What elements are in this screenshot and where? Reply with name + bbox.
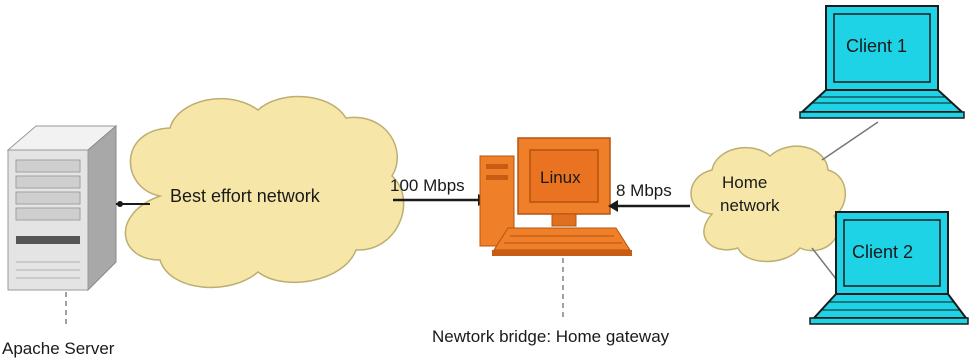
gateway-screen-label: Linux <box>540 168 581 187</box>
client1-label: Client 1 <box>846 36 907 56</box>
home-link-arrow-icon <box>608 200 618 212</box>
server-link-dot <box>117 201 123 207</box>
best-effort-label: Best effort network <box>170 186 321 206</box>
server-label: Apache Server <box>2 339 115 358</box>
client1-link <box>821 121 879 161</box>
home-cloud-label-line2: network <box>720 196 780 215</box>
wan-link-label: 100 Mbps <box>390 176 465 195</box>
gateway-computer-icon <box>479 137 632 256</box>
home-cloud-label-line1: Home <box>722 173 767 192</box>
gateway-caption: Newtork bridge: Home gateway <box>432 327 670 346</box>
best-effort-cloud-icon <box>124 95 405 289</box>
home-link-label: 8 Mbps <box>616 181 672 200</box>
client2-laptop-icon <box>809 211 969 325</box>
client2-label: Client 2 <box>852 242 913 262</box>
home-cloud-icon <box>690 145 847 263</box>
server-icon <box>6 124 118 292</box>
client1-laptop-icon <box>799 5 965 119</box>
